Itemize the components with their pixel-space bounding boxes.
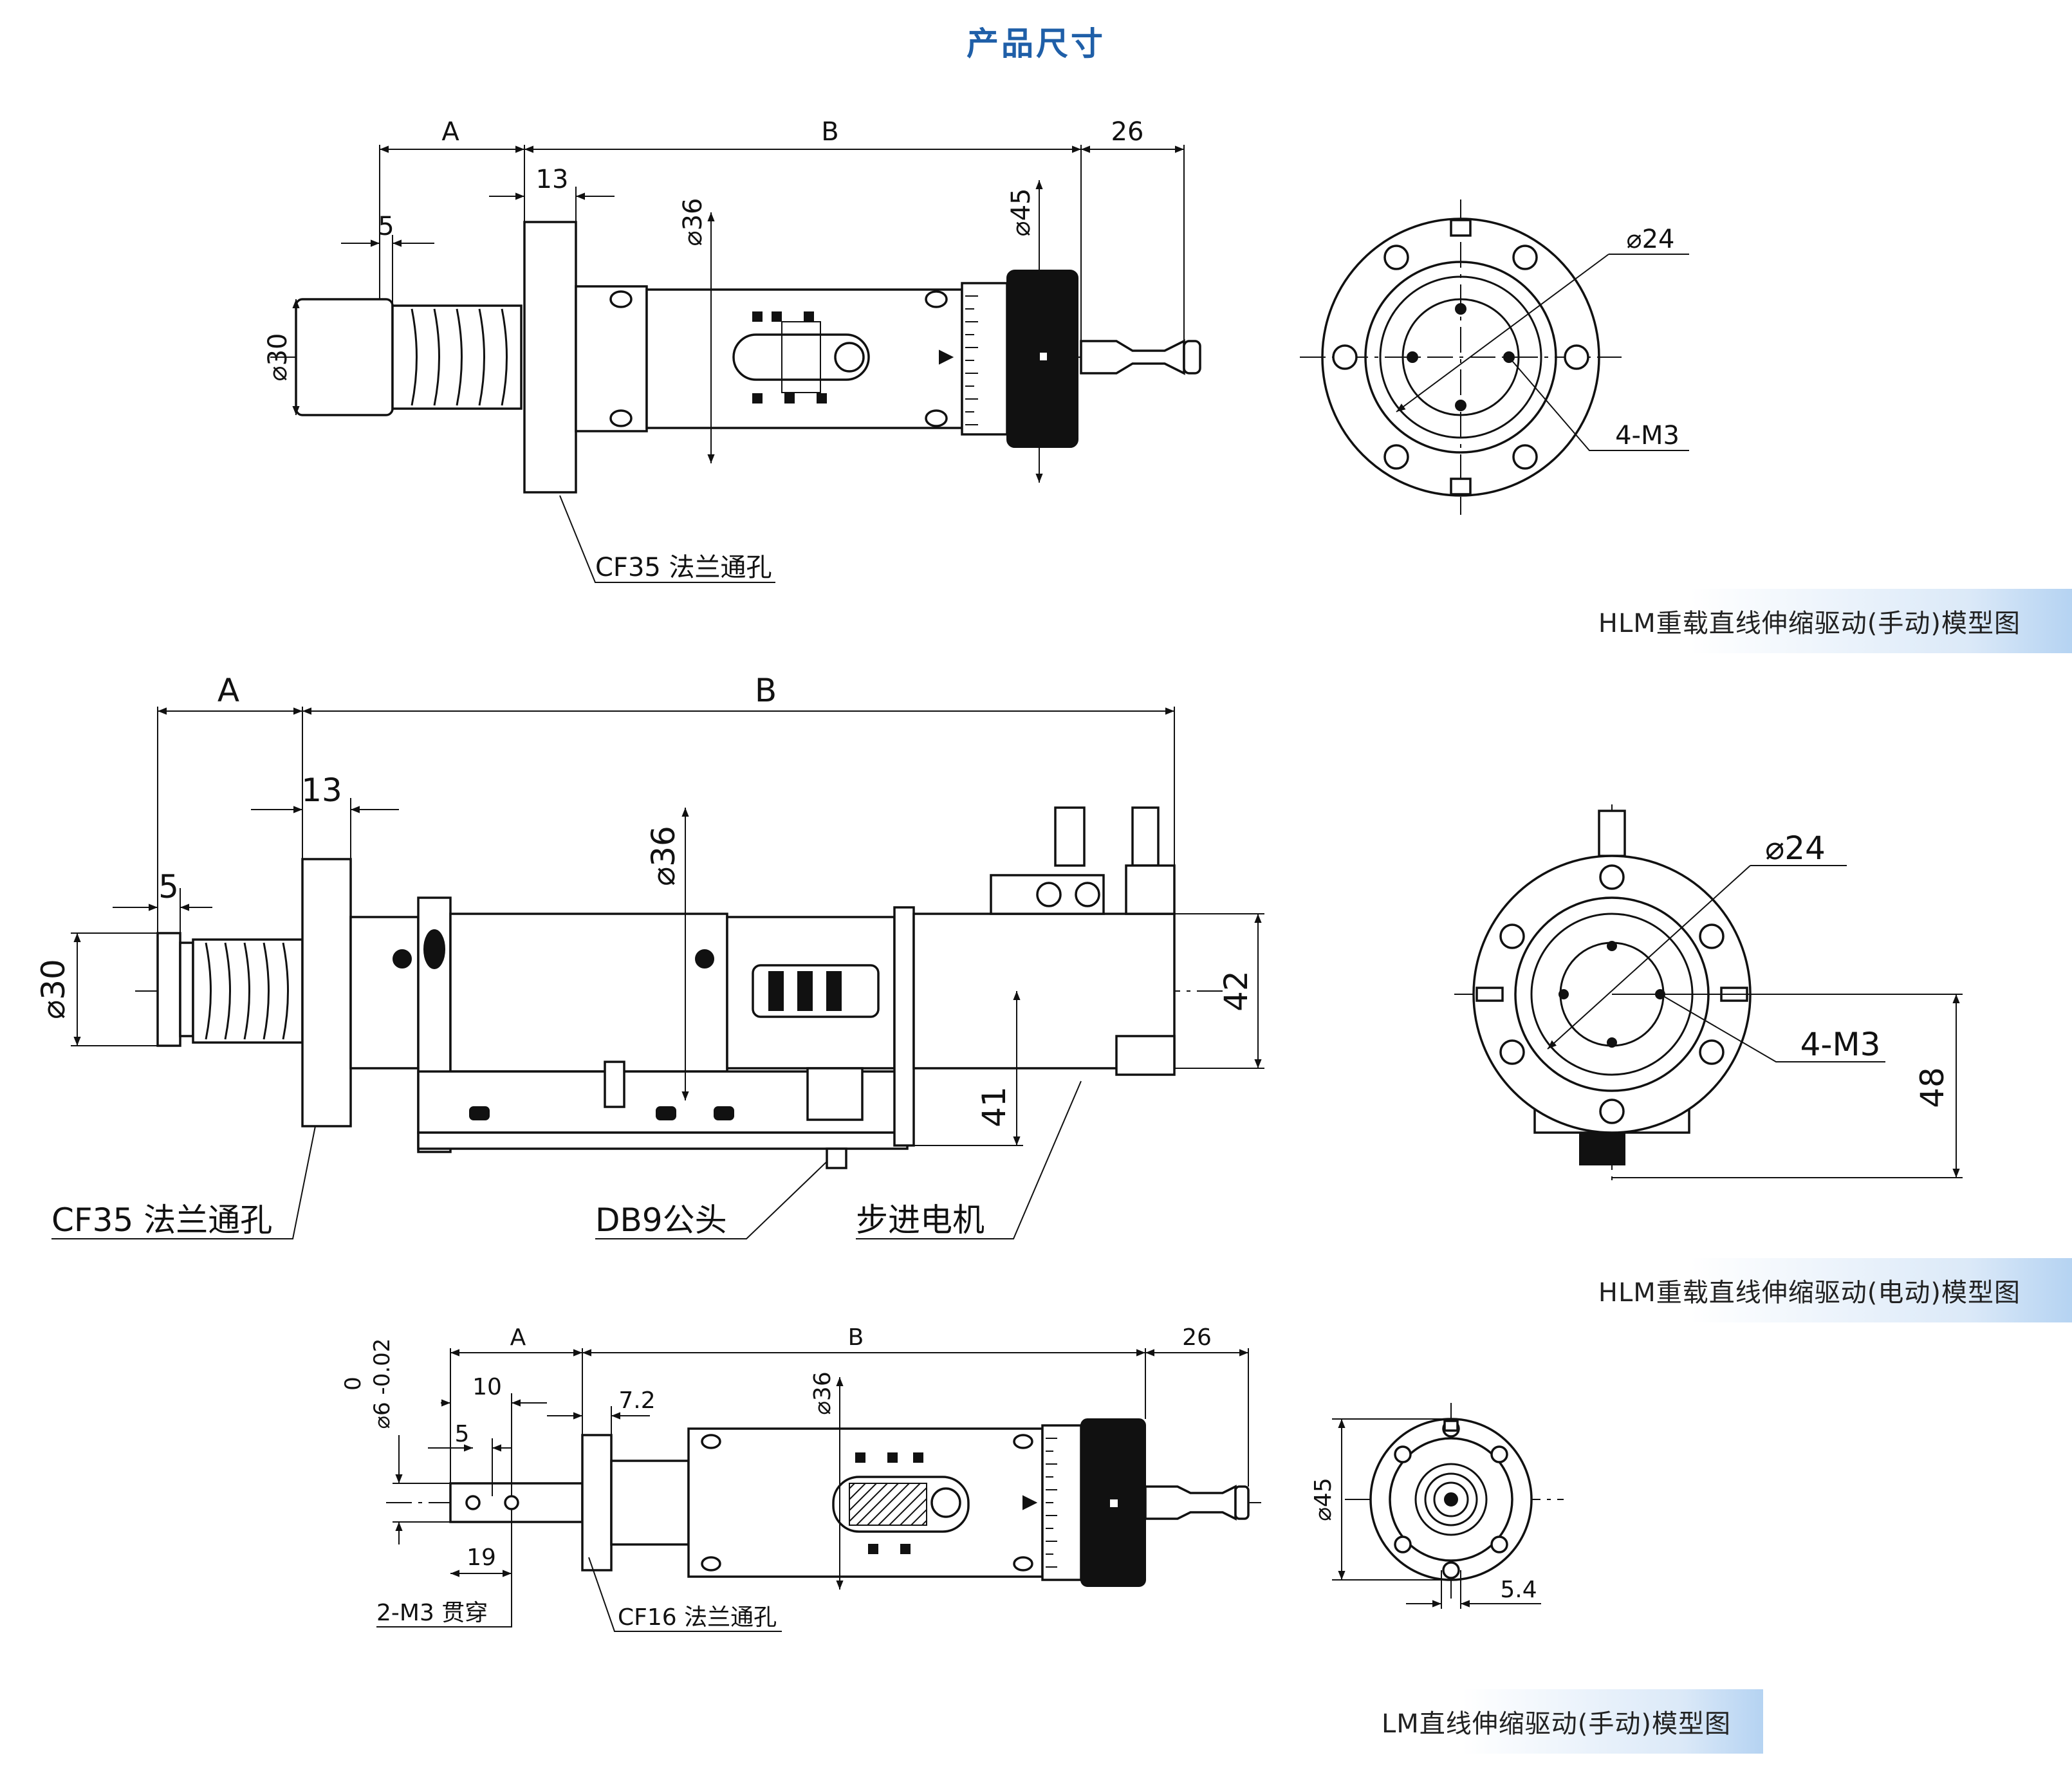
scale-ticks [965,295,978,425]
end-m3: 4-M3 [1615,421,1679,450]
dim-d30: ⌀30 [263,333,293,382]
dim-b: B [821,117,838,147]
slot-window [732,311,870,403]
flange-label: CF16 法兰通孔 [618,1604,777,1631]
dim-tol: ⌀6 -0.02 [369,1339,395,1429]
end-48: 48 [1914,1067,1951,1108]
dim-10: 10 [472,1374,502,1400]
drawing-hlm-electric-end: ⌀24 4-M3 48 [1454,804,1963,1184]
drawing-hlm-manual-end: ⌀24 4-M3 [1300,199,1689,515]
drawing-hlm-manual-side: A B 26 13 5 ⌀30 ⌀36 ⌀45 CF35 法兰通孔 [263,117,1201,583]
bolt-holes [1332,245,1589,470]
drawing-lm-manual-end: ⌀45 5.4 [1310,1403,1564,1609]
dim-a: A [510,1324,526,1351]
drawing-hlm-electric-side: A B 13 5 ⌀30 ⌀36 42 41 CF35 法兰通孔 DB9公头 步… [35,672,1264,1239]
dim-26: 26 [1182,1324,1212,1351]
dim-7-2: 7.2 [618,1387,655,1414]
caption-hlm-manual: HLM重载直线伸缩驱动(手动)模型图 [1223,589,2072,653]
dim-5: 5 [158,868,179,905]
dim-19: 19 [467,1544,496,1571]
dim-d36: ⌀36 [678,198,708,246]
dim-5: 5 [378,212,394,241]
flange-label: CF35 法兰通孔 [595,553,772,582]
dim-d45: ⌀45 [1006,189,1036,237]
page-title: 产品尺寸 [967,25,1105,62]
end-m3: 4-M3 [1800,1026,1881,1063]
dim-42: 42 [1217,970,1255,1012]
dim-a: A [441,117,459,147]
m3-label: 2-M3 贯穿 [376,1600,488,1626]
dim-13: 13 [536,165,569,194]
drawing-lm-manual-side: A B 26 10 7.2 5 19 0 ⌀6 -0.02 ⌀36 2-M3 贯… [340,1324,1261,1632]
end-d24: ⌀24 [1765,830,1826,867]
dim-d36: ⌀36 [645,826,682,886]
flange-label: CF35 法兰通孔 [51,1201,272,1239]
motor-label: 步进电机 [856,1201,985,1239]
caption-hlm-electric: HLM重载直线伸缩驱动(电动)模型图 [1223,1258,2072,1322]
bellows [411,308,508,406]
dim-41: 41 [976,1086,1013,1127]
end-d45: ⌀45 [1310,1478,1337,1521]
dim-tol-upper: 0 [340,1377,366,1391]
dim-b: B [755,672,777,709]
dim-26: 26 [1111,117,1144,147]
db9-label: DB9公头 [595,1201,727,1239]
dim-d36: ⌀36 [809,1371,836,1414]
dim-d30: ⌀30 [35,959,72,1019]
end-d24: ⌀24 [1627,225,1675,254]
dim-13: 13 [301,772,342,809]
caption-lm-manual: LM直线伸缩驱动(手动)模型图 [1094,1689,1763,1754]
dim-a: A [217,672,239,709]
plate-screws [469,1061,864,1121]
dim-b: B [848,1324,864,1351]
end-5-4: 5.4 [1500,1577,1537,1603]
dim-5: 5 [455,1421,470,1447]
